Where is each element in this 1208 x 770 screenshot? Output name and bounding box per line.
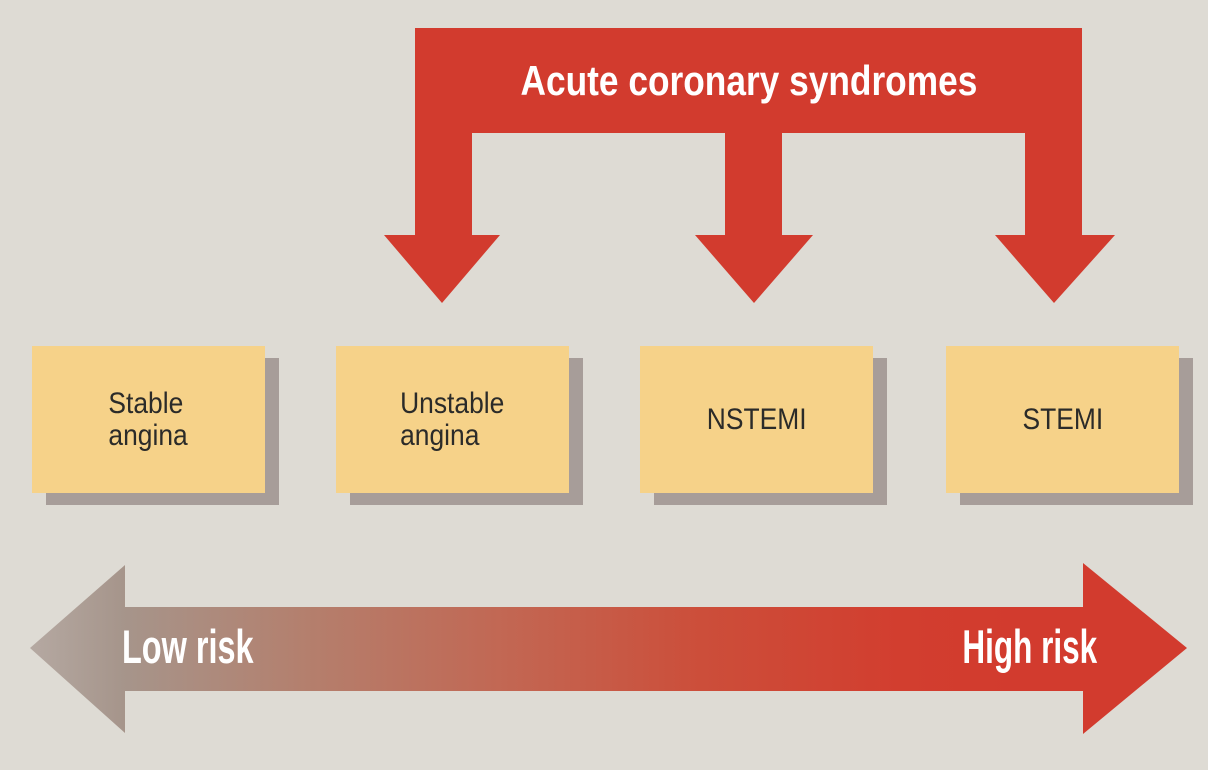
low-risk-label: Low risk: [122, 619, 254, 673]
banner-title-text: Acute coronary syndromes: [520, 56, 977, 104]
box-label: Stable angina: [108, 386, 189, 452]
box-stemi: STEMI: [946, 346, 1179, 493]
high-risk-label: High risk: [962, 619, 1097, 673]
box-label: STEMI: [1022, 402, 1103, 436]
box-unstable-angina: Unstable angina: [336, 346, 569, 493]
banner-title: Acute coronary syndromes: [415, 28, 1082, 133]
box-label: NSTEMI: [706, 402, 807, 436]
box-nstemi: NSTEMI: [640, 346, 873, 493]
box-label: Unstable angina: [400, 386, 505, 452]
banner-bracket-arrows-shape: [384, 28, 1115, 303]
box-stable-angina: Stable angina: [32, 346, 265, 493]
risk-spectrum-arrow-shape: [30, 563, 1187, 734]
